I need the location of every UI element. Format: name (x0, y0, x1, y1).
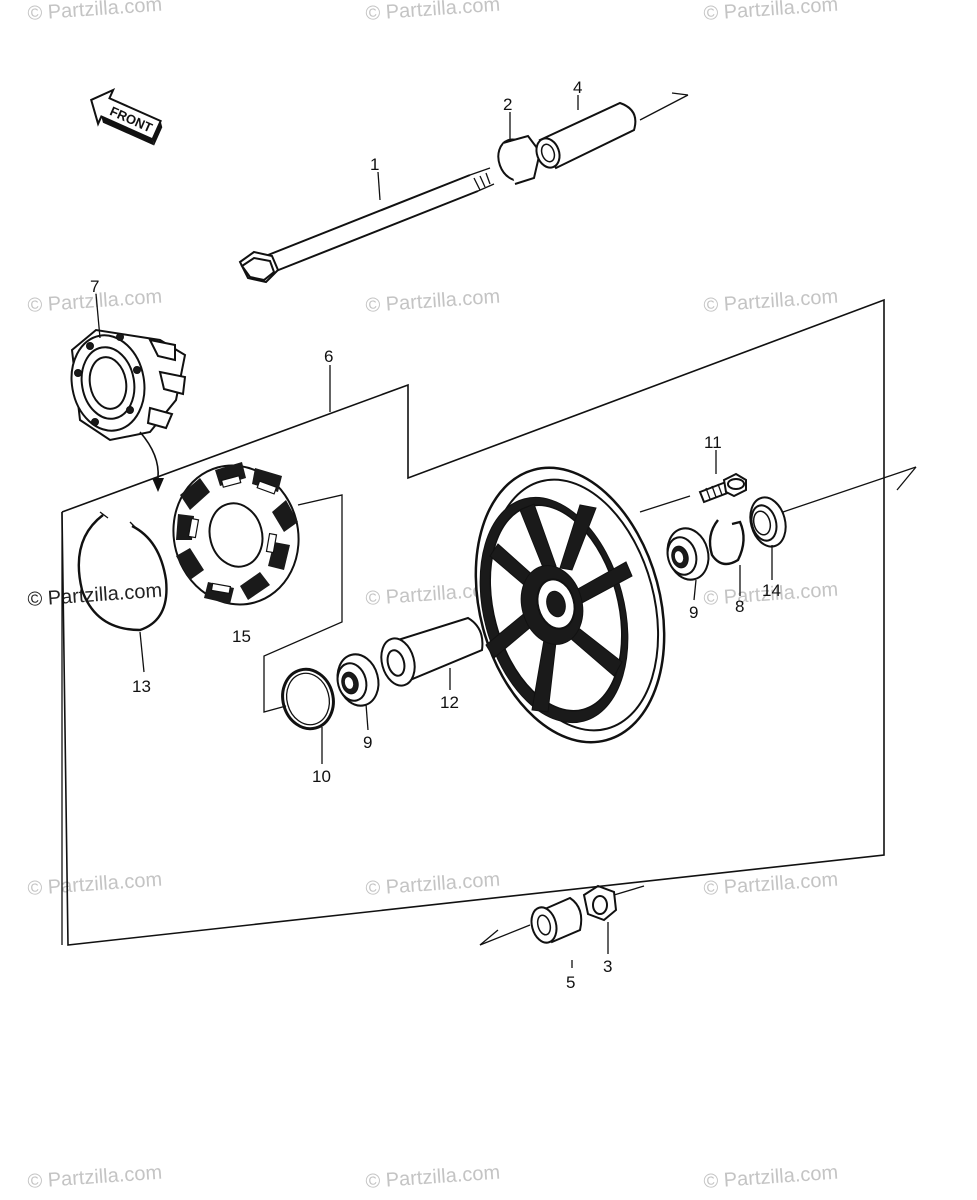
callout-13: 13 (132, 677, 151, 696)
part-8-circlip (708, 519, 745, 566)
part-1-axle (238, 92, 689, 284)
callout-14: 14 (762, 581, 781, 600)
callout-7: 7 (90, 277, 99, 296)
part-7-coupling (70, 328, 187, 492)
watermark: © Partzilla.com (365, 286, 501, 317)
watermark: © Partzilla.com (365, 0, 501, 25)
watermark: © Partzilla.com (365, 869, 501, 900)
callout-5: 5 (566, 973, 575, 992)
part-4-spacer-tube (535, 101, 637, 170)
watermark: © Partzilla.com (27, 1162, 163, 1193)
part-14-seal (749, 496, 787, 548)
callout-11: 11 (704, 433, 722, 452)
part-9-bearing-right (666, 527, 710, 581)
watermark: © Partzilla.com (27, 869, 163, 900)
watermark-dark: © Partzilla.com (27, 580, 163, 611)
part-11-bolt (698, 472, 747, 504)
assembly-6-outline (61, 298, 885, 946)
callout-2: 2 (503, 95, 512, 114)
part-12-hub-collar (380, 616, 484, 687)
part-10-o-ring (281, 667, 335, 731)
callout-9: 9 (689, 603, 698, 622)
callout-6: 6 (324, 347, 333, 366)
watermark: © Partzilla.com (365, 1162, 501, 1193)
callout-15: 15 (232, 627, 251, 646)
callout-10: 10 (312, 767, 331, 786)
part-5-collar (479, 896, 583, 946)
part-13-circlip (77, 514, 168, 632)
watermark: © Partzilla.com (703, 286, 839, 317)
callout-9: 9 (363, 733, 372, 752)
callout-8: 8 (735, 597, 744, 616)
watermark: © Partzilla.com (703, 1162, 839, 1193)
callout-12: 12 (440, 693, 459, 712)
callout-3: 3 (603, 957, 612, 976)
part-6-wheel-rim (474, 466, 666, 744)
part-15-damper-rubbers (172, 462, 300, 606)
callouts: 1 2 4 7 6 11 15 13 9 8 14 12 9 10 5 3 (90, 78, 781, 992)
part-2-collar (497, 134, 542, 185)
watermark: © Partzilla.com (27, 0, 163, 25)
part-9-bearing-left (336, 653, 380, 707)
watermarks: © Partzilla.com © Partzilla.com © Partzi… (27, 0, 839, 1193)
callout-4: 4 (573, 78, 582, 97)
part-3-nut (582, 884, 645, 922)
leader-lines (95, 95, 773, 968)
watermark: © Partzilla.com (703, 0, 839, 25)
front-direction-arrow: FRONT (89, 88, 163, 146)
callout-1: 1 (370, 155, 379, 174)
